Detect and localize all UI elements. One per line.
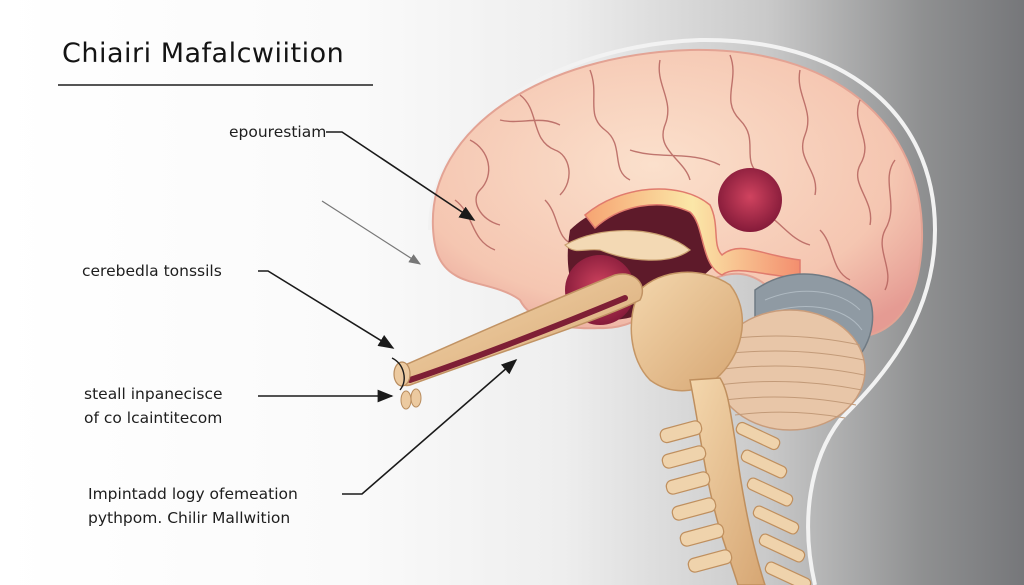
vertebrae bbox=[659, 420, 812, 585]
leader-lines bbox=[258, 131, 518, 495]
label-text-line-2: pythpom. Chilir Mallwition bbox=[88, 509, 291, 527]
label-steall-inpanecisce: steall inpanecisce of co lcaintitecom bbox=[84, 382, 223, 430]
label-impintadd-logy: Impintadd logy ofemeation pythpom. Chili… bbox=[88, 482, 298, 530]
membrane-outline bbox=[428, 37, 938, 585]
fornix bbox=[564, 230, 691, 261]
stalk-tip bbox=[393, 361, 411, 387]
arrow-epourestiam bbox=[326, 131, 476, 221]
label-cerebedla-tonssils: cerebedla tonssils bbox=[82, 259, 222, 283]
brain-sulci bbox=[454, 54, 896, 291]
title-underline bbox=[58, 84, 373, 86]
label-text-line-1: Impintadd logy ofemeation bbox=[88, 485, 298, 503]
diagram-title: Chiairi Mafalcwiition bbox=[62, 38, 345, 69]
olfactory-tract bbox=[394, 273, 644, 387]
brainstem bbox=[630, 271, 743, 392]
label-text-line-1: steall inpanecisce bbox=[84, 385, 223, 403]
label-text-line-2: of co lcaintitecom bbox=[84, 409, 223, 427]
arrow-impintadd-logy bbox=[342, 358, 518, 495]
label-epourestiam: epourestiam bbox=[229, 120, 326, 144]
arrow-grey bbox=[321, 200, 422, 265]
arrow-cerebedla-tonssils bbox=[258, 270, 395, 349]
label-text: epourestiam bbox=[229, 123, 327, 141]
label-text: cerebedla tonssils bbox=[82, 262, 222, 280]
thalamus-body bbox=[718, 168, 782, 232]
